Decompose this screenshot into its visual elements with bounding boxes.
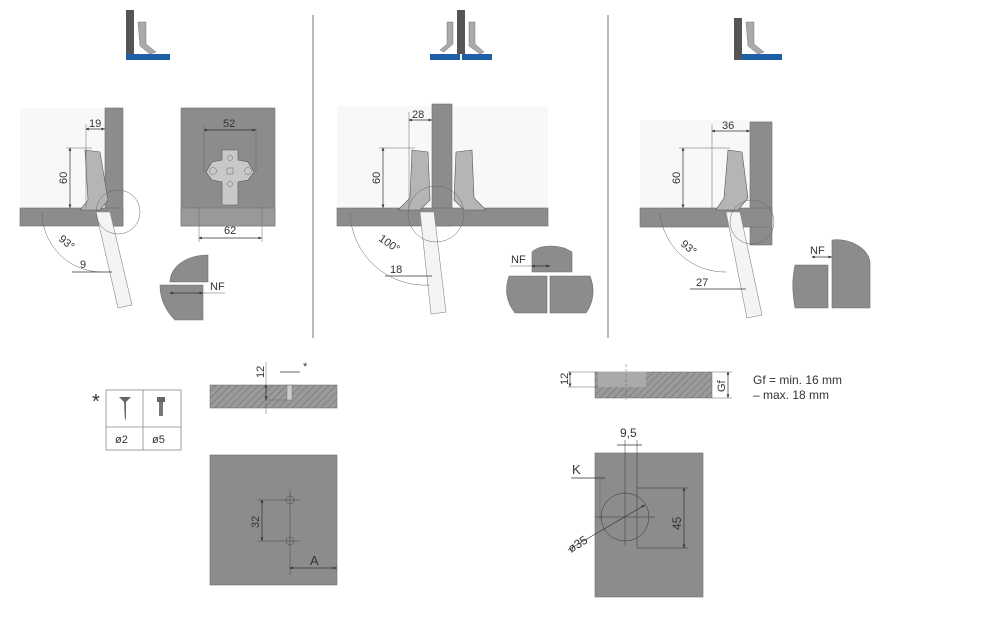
plate-drilling-section: 12 * bbox=[209, 361, 338, 414]
dim-height: 60 bbox=[58, 172, 70, 184]
dim-thickness: Gf bbox=[716, 379, 728, 392]
nf-label: NF bbox=[210, 281, 225, 293]
dim-plate-bottom: 62 bbox=[224, 225, 236, 237]
dim-plate-top: 52 bbox=[223, 118, 235, 130]
asterisk: * bbox=[303, 361, 308, 373]
half-overlay-side-view: 28 60 100° 18 bbox=[336, 103, 549, 315]
nf-detail: NF bbox=[792, 239, 871, 309]
dim-depth: 12 bbox=[255, 366, 267, 378]
dim-height: 60 bbox=[671, 172, 683, 184]
dim-width: 36 bbox=[722, 120, 734, 132]
dim-height: 60 bbox=[371, 172, 383, 184]
mounting-plate-view: 52 62 bbox=[180, 107, 276, 242]
thickness-note: Gf = min. 16 mm bbox=[753, 373, 842, 387]
dim-angle: 93° bbox=[56, 233, 76, 253]
dim-offset: 18 bbox=[390, 264, 402, 276]
dim-offset: 9 bbox=[80, 259, 86, 271]
pan-head-screw-icon bbox=[157, 397, 165, 416]
dim-offset: 9,5 bbox=[620, 426, 637, 440]
asterisk: * bbox=[92, 391, 100, 413]
full-overlay-icon bbox=[126, 10, 170, 60]
inset-icon bbox=[734, 18, 782, 60]
dim-angle: 100° bbox=[376, 233, 402, 256]
cup-drilling-section: 12 Gf Gf = min. 16 mm – max. 18 mm bbox=[559, 364, 842, 402]
nf-label: NF bbox=[810, 245, 825, 257]
screw-table: * ø2 ø5 bbox=[92, 389, 182, 451]
screw-size: ø2 bbox=[115, 434, 128, 446]
nf-label: NF bbox=[511, 254, 526, 266]
plate-drilling-front: 32 A bbox=[209, 454, 338, 586]
nf-detail: NF bbox=[506, 245, 594, 314]
dim-edge: A bbox=[310, 553, 319, 568]
dim-width: 19 bbox=[89, 118, 101, 130]
dim-width: 28 bbox=[412, 109, 424, 121]
dim-edge: K bbox=[572, 462, 581, 477]
dim-offset: 27 bbox=[696, 277, 708, 289]
thickness-note: – max. 18 mm bbox=[753, 388, 829, 402]
full-overlay-side-view: 19 60 93° 9 bbox=[19, 107, 141, 309]
half-overlay-icon bbox=[430, 10, 492, 60]
dim-diameter: ø35 bbox=[565, 533, 590, 556]
countersunk-screw-icon bbox=[119, 397, 131, 421]
screw-size: ø5 bbox=[152, 434, 165, 446]
inset-side-view: 36 60 93° 27 bbox=[639, 120, 775, 319]
dim-spacing: 32 bbox=[250, 516, 262, 528]
dim-depth: 12 bbox=[559, 373, 571, 385]
cup-drilling-front: 9,5 45 K ø35 bbox=[565, 426, 704, 598]
nf-detail: NF bbox=[159, 254, 225, 321]
dim-spacing: 45 bbox=[670, 516, 684, 530]
